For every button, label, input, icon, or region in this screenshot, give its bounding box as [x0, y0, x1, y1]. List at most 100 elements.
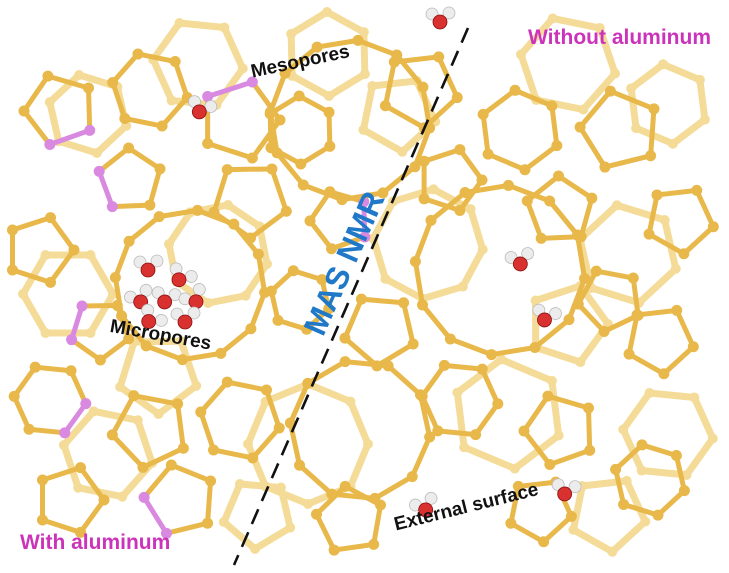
framework-bond	[630, 275, 641, 318]
framework-bond	[331, 541, 377, 553]
framework-atom	[109, 272, 121, 284]
framework-atom	[295, 158, 307, 170]
framework-atom	[551, 140, 563, 152]
framework-atom	[264, 106, 276, 118]
framework-atom	[294, 459, 306, 471]
framework-bond	[110, 51, 141, 85]
framework-bond	[385, 363, 423, 398]
framework-bond	[381, 275, 427, 303]
framework-bond	[673, 453, 687, 494]
framework-atom	[310, 508, 322, 520]
framework-atom	[417, 299, 429, 311]
framework-atom	[285, 522, 296, 533]
framework-atom	[106, 201, 118, 213]
framework-atom	[66, 334, 78, 346]
framework-atom	[451, 92, 463, 104]
oxygen-atom	[557, 486, 573, 502]
framework-atom	[138, 491, 150, 503]
framework-bond	[135, 51, 178, 65]
framework-atom	[123, 333, 135, 345]
framework-atom	[699, 114, 710, 125]
framework-atom	[107, 76, 119, 88]
framework-atom	[144, 199, 156, 211]
framework-atom	[249, 543, 260, 554]
framework-atom	[652, 509, 664, 521]
framework-bond	[521, 428, 553, 468]
framework-atom	[297, 179, 309, 191]
framework-bond	[304, 380, 354, 406]
framework-bond	[485, 151, 528, 173]
framework-atom	[433, 51, 445, 63]
oxygen-atom	[191, 104, 207, 120]
framework-atom	[368, 538, 380, 550]
framework-atom	[293, 90, 305, 102]
framework-bond	[205, 478, 214, 526]
framework-bond	[517, 50, 540, 104]
framework-bond	[576, 201, 621, 243]
framework-atom	[191, 204, 203, 216]
framework-atom	[409, 161, 421, 173]
framework-atom	[512, 480, 524, 492]
hydrogen-atom	[169, 262, 183, 276]
framework-bond	[547, 198, 580, 238]
framework-bond	[177, 337, 200, 390]
framework-bond	[524, 198, 544, 241]
framework-atom	[301, 323, 313, 335]
framework-bond	[255, 251, 268, 295]
framework-bond	[248, 208, 289, 241]
oxygen-atom	[140, 262, 156, 278]
framework-bond	[244, 398, 270, 448]
framework-bond	[122, 115, 165, 129]
framework-atom	[623, 348, 635, 360]
framework-bond	[342, 335, 380, 369]
framework-atom	[221, 376, 233, 388]
framework-atom	[670, 450, 682, 462]
framework-atom	[509, 84, 521, 96]
hydrogen-atom	[188, 95, 201, 109]
framework-atom	[444, 333, 456, 345]
framework-atom	[284, 417, 296, 429]
framework-bond	[358, 296, 407, 306]
framework-atom	[627, 272, 639, 284]
oxygen-atom	[171, 272, 187, 288]
framework-atom	[459, 442, 470, 453]
framework-bond	[39, 465, 84, 483]
framework-atom	[670, 263, 681, 274]
framework-bond	[681, 224, 716, 257]
framework-atom	[611, 200, 622, 211]
framework-bond	[287, 8, 331, 38]
framework-atom	[219, 22, 230, 33]
framework-bond	[140, 445, 186, 470]
hydrogen-atom	[141, 303, 155, 317]
framework-bond	[569, 482, 586, 534]
framework-bond	[635, 265, 680, 307]
framework-bond	[267, 109, 280, 156]
framework-bond	[627, 84, 640, 132]
framework-bond	[48, 247, 77, 285]
framework-atom	[694, 74, 705, 85]
framework-back-layer	[18, 7, 718, 557]
framework-atom	[418, 193, 430, 205]
framework-bond	[26, 426, 68, 436]
framework-atom	[538, 536, 550, 548]
framework-atom	[128, 390, 140, 402]
framework-bond	[601, 312, 641, 334]
framework-bond	[21, 73, 51, 114]
framework-atom	[409, 256, 421, 268]
framework-atom	[273, 422, 285, 434]
framework-atom	[454, 204, 466, 216]
framework-atom	[326, 243, 338, 255]
framework-atom	[153, 211, 165, 223]
framework-atom	[29, 361, 41, 373]
framework-bond	[39, 517, 84, 535]
framework-atom	[477, 108, 489, 120]
framework-atom	[119, 112, 131, 124]
framework-bond	[613, 466, 627, 507]
framework-atom	[203, 298, 214, 309]
framework-bond	[11, 393, 32, 432]
framework-atom	[156, 120, 168, 132]
framework-atom	[586, 192, 598, 204]
framework-bond	[648, 106, 657, 159]
framework-bond	[394, 52, 426, 90]
framework-atom	[476, 174, 488, 186]
